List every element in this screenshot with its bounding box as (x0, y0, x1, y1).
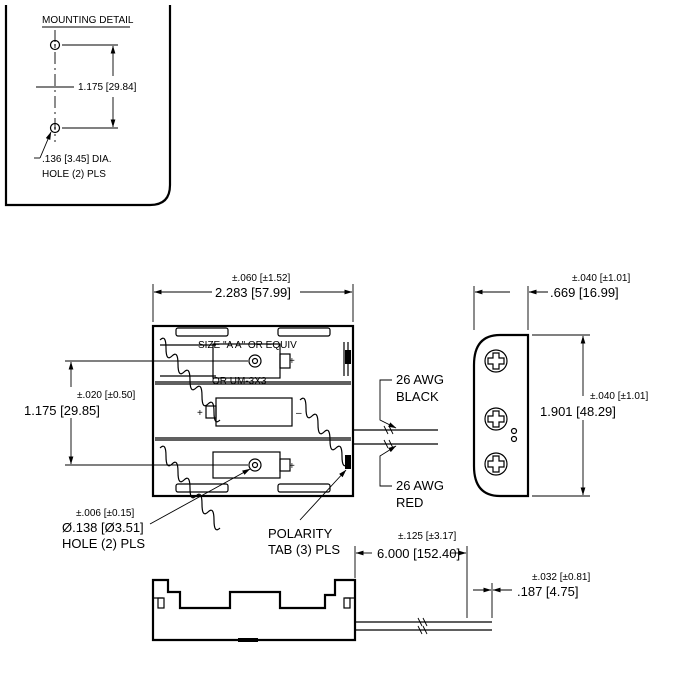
mount-hole-dia-label: .136 [3.45] DIA. (42, 154, 112, 165)
wire-exit-1 (510, 427, 518, 435)
depth-label: .669 [16.99] (550, 285, 619, 300)
height-tolerance: ±.040 [±1.01] (590, 391, 648, 402)
mount-spacing-label: 1.175 [29.84] (78, 82, 137, 93)
lead-tolerance: ±.125 [±3.17] (398, 531, 456, 542)
polarity-tab-3 (345, 455, 351, 469)
strip-tolerance: ±.032 [±0.81] (532, 572, 590, 583)
mount-hole-bottom-center (54, 127, 56, 129)
mount-hole-top (49, 39, 61, 51)
mounting-detail: MOUNTING DETAIL 1.175 [29.84] .136 [3.45… (4, 5, 172, 207)
pitch-tolerance: ±.020 [±0.50] (77, 390, 135, 401)
red-wire-color: RED (396, 495, 423, 510)
wire-exit-2 (510, 435, 518, 443)
lead-length: 6.000 [152.40] (377, 546, 460, 561)
polarity-tab-count: TAB (3) PLS (268, 542, 340, 557)
cell-3-plus: + (289, 461, 295, 472)
top-view-hole-2 (248, 458, 262, 472)
cell-2-minus: – (296, 408, 302, 419)
hole-tolerance: ±.006 [±0.15] (76, 508, 134, 519)
mount-hole-count-label: HOLE (2) PLS (42, 169, 106, 180)
width-tolerance: ±.060 [±1.52] (232, 273, 290, 284)
mount-hole-top-center (54, 44, 56, 46)
battery-equiv-text: OR UM-3X3 (212, 376, 267, 387)
mounting-detail-title: MOUNTING DETAIL (42, 15, 134, 26)
hole-diameter: Ø.138 [Ø3.51] (62, 520, 144, 535)
detail-frame (4, 5, 172, 207)
black-wire-gauge: 26 AWG (396, 372, 444, 387)
red-wire-gauge: 26 AWG (396, 478, 444, 493)
top-view-hole-1 (248, 354, 262, 368)
mount-hole-bottom (49, 122, 61, 134)
pitch-label: 1.175 [29.85] (24, 403, 100, 418)
holder-body (151, 324, 355, 498)
cell-2-plus: + (197, 408, 203, 419)
top-view: ±.060 [±1.52] 2.283 [57.99] + + – (24, 273, 444, 557)
side-body (472, 333, 530, 498)
polarity-tab-1 (345, 350, 351, 364)
battery-cell-2 (215, 397, 293, 427)
spring-cell-1 (159, 337, 221, 423)
front-view: ±.125 [±3.17] 6.000 [152.40] ±.032 [±0.8… (151, 531, 590, 642)
screw-middle (484, 407, 508, 431)
front-foot (238, 638, 258, 642)
strip-length: .187 [4.75] (517, 584, 578, 599)
front-body (151, 578, 357, 642)
screw-bottom (484, 452, 508, 476)
spring-cell-3 (159, 445, 221, 531)
spring-cell-2 (299, 397, 349, 467)
cell-1-plus: + (289, 356, 295, 367)
screw-top (484, 349, 508, 373)
height-label: 1.901 [48.29] (540, 404, 616, 419)
battery-size-text: SIZE "A A" OR EQUIV (198, 340, 297, 351)
width-label: 2.283 [57.99] (215, 285, 291, 300)
polarity-label: POLARITY (268, 526, 333, 541)
black-wire-color: BLACK (396, 389, 439, 404)
side-view: ±.040 [±1.01] .669 [16.99] ±.040 [±1.01]… (472, 273, 648, 498)
hole-count: HOLE (2) PLS (62, 536, 145, 551)
depth-tolerance: ±.040 [±1.01] (572, 273, 630, 284)
